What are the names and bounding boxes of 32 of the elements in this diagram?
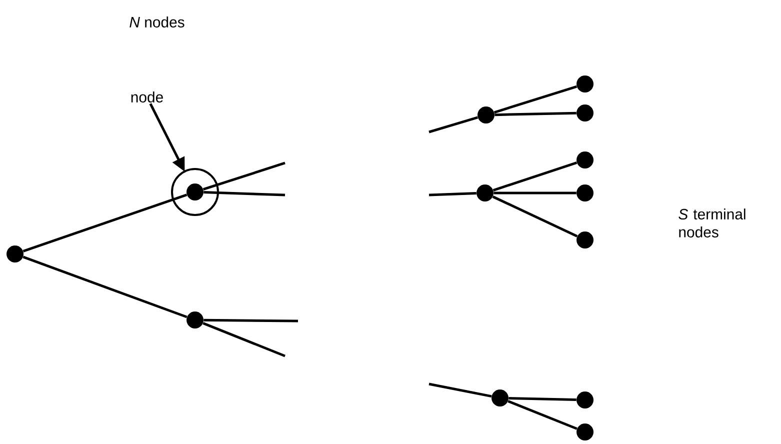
branch-line [428, 116, 478, 134]
branch-line [22, 256, 188, 318]
annotation-text: S terminal nodes [678, 208, 746, 238]
branch-line [428, 192, 476, 196]
node-dot [476, 184, 494, 202]
node-dot [576, 76, 594, 92]
node-dot [186, 184, 204, 200]
node-dot [576, 152, 594, 168]
node-dot [492, 390, 508, 406]
branch-line [202, 162, 286, 191]
branch-line [508, 396, 576, 402]
node-dot [576, 184, 594, 202]
branch-line [494, 85, 578, 114]
node-dot [186, 312, 204, 328]
branch-line [202, 322, 286, 358]
branch-line [494, 192, 576, 194]
node-dot [576, 232, 594, 248]
branch-line [428, 382, 492, 398]
node-dot [6, 246, 24, 262]
annotation-text: N nodes [130, 16, 184, 28]
branch-line [492, 196, 578, 238]
node-dot [576, 424, 594, 440]
branch-line [508, 400, 578, 430]
branch-line [204, 191, 286, 196]
node-dot [478, 106, 494, 124]
node-label: node [131, 92, 163, 102]
branch-line [22, 194, 188, 252]
node-dot [576, 104, 594, 122]
node-dot [576, 392, 594, 408]
branch-line [204, 318, 298, 322]
branch-line [492, 162, 578, 192]
branch-line [494, 112, 576, 116]
